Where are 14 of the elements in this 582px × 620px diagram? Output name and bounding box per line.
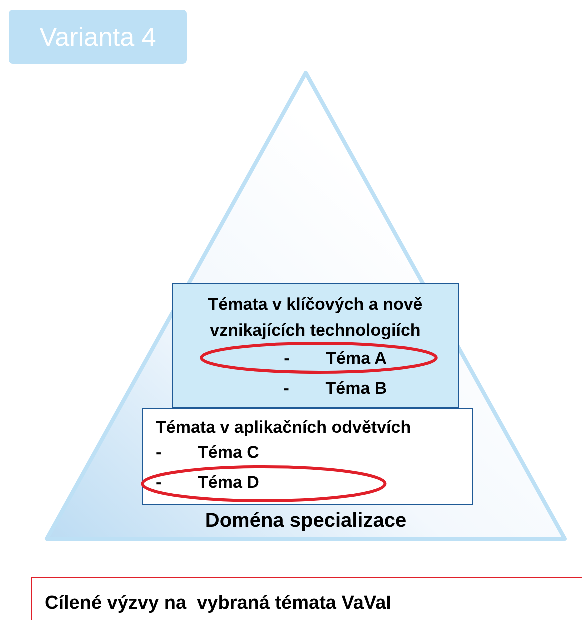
list-dash: - — [156, 442, 163, 464]
box-heading: Témata v klíčových a nově vznikajících technologiích — [207, 294, 424, 342]
callout-box: Cílené výzvy na vybraná témata VaVaI — [31, 577, 582, 620]
list-item: Téma A — [326, 348, 387, 370]
list-dash: - — [156, 472, 163, 494]
list-item: Téma B — [326, 378, 388, 400]
list-item: Téma C — [198, 442, 260, 464]
triangle-label: Doména specializace — [204, 509, 408, 534]
topic-box — [142, 408, 473, 505]
title-box: Varianta 4 — [9, 10, 187, 64]
list-item: Téma D — [198, 472, 260, 494]
list-dash: - — [284, 348, 291, 370]
box-heading: Témata v aplikačních odvětvích — [156, 417, 412, 439]
list-dash: - — [284, 378, 290, 400]
